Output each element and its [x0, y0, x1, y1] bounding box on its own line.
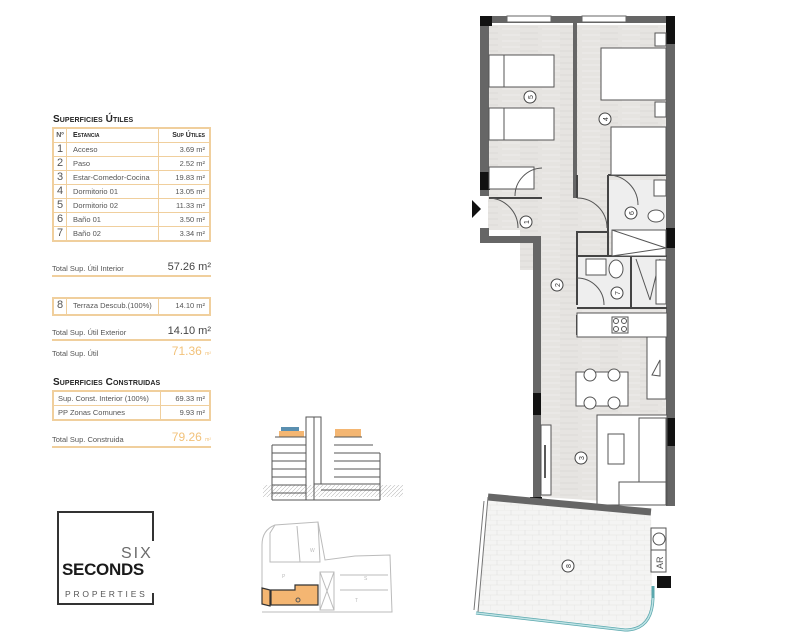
row-value: 19.83 m²	[175, 173, 205, 182]
total-construida: Total Sup. Construida 79.26 m²	[52, 430, 211, 448]
row-value: 3.50 m²	[179, 215, 205, 224]
svg-text:2: 2	[555, 283, 562, 287]
svg-text:S: S	[364, 576, 368, 582]
total-construida-label: Total Sup. Construida	[52, 435, 124, 444]
row-num: 3	[54, 171, 67, 184]
row-num: 4	[54, 185, 67, 198]
row-name: Dormitorio 02	[67, 199, 159, 212]
row-name: Paso	[67, 157, 159, 170]
room-marker-3: 3	[574, 451, 588, 465]
row-name: Sup. Const. Interior (100%)	[54, 392, 161, 405]
row-num: 7	[54, 227, 67, 240]
table-row: 7 Baño 02 3.34 m²	[54, 226, 209, 240]
total-util-label: Total Sup. Útil	[52, 349, 99, 358]
logo-six: SIX	[121, 545, 153, 562]
superficies-construidas-title: Superficies Construidas	[53, 377, 161, 388]
svg-text:1: 1	[524, 220, 531, 224]
svg-text:7: 7	[615, 291, 622, 295]
table-row: 8 Terraza Descub.(100%) 14.10 m²	[54, 299, 209, 314]
room-marker-7: 7	[610, 286, 624, 300]
total-util: Total Sup. Útil 71.36 m²	[52, 344, 211, 360]
row-value: 14.10 m²	[175, 301, 205, 310]
table-row: 5 Dormitorio 02 11.33 m²	[54, 198, 209, 212]
total-exterior: Total Sup. Útil Exterior 14.10 m²	[52, 325, 211, 341]
header-sup: Sup Útiles	[172, 132, 205, 139]
total-construida-value: 79.26 m²	[172, 430, 211, 444]
row-name: Dormitorio 01	[67, 185, 159, 198]
table-row: 4 Dormitorio 01 13.05 m²	[54, 184, 209, 198]
total-util-unit: m²	[205, 351, 211, 357]
room-marker-4: 4	[598, 112, 612, 126]
svg-text:4: 4	[603, 117, 610, 121]
svg-text:P: P	[282, 574, 286, 580]
total-interior-label: Total Sup. Útil Interior	[52, 264, 124, 273]
header-num: Nº	[54, 129, 67, 142]
header-estancia: Estancia	[67, 129, 159, 142]
table-header-row: Nº Estancia Sup Útiles	[54, 129, 209, 142]
logo-seconds: SECONDS	[62, 560, 144, 579]
row-num: 5	[54, 199, 67, 212]
row-num: 6	[54, 213, 67, 226]
room-marker-8: 8	[561, 559, 575, 573]
table-row: Sup. Const. Interior (100%) 69.33 m²	[54, 392, 209, 405]
room-marker-5: 5	[523, 90, 537, 104]
row-num: 2	[54, 157, 67, 170]
table-row: 1 Acceso 3.69 m²	[54, 142, 209, 156]
svg-text:8: 8	[566, 564, 573, 568]
table-row: PP Zonas Comunes 9.93 m²	[54, 405, 209, 419]
row-value: 11.33 m²	[175, 201, 205, 210]
building-section-diagram	[263, 416, 403, 501]
total-construida-unit: m²	[205, 437, 211, 443]
total-interior-value: 57.26 m²	[167, 261, 211, 273]
table-row: 3 Estar-Comedor-Cocina 19.83 m²	[54, 170, 209, 184]
svg-text:W: W	[310, 548, 315, 554]
apartment-floor-plan: AR 1 2 3 4 5 6 7 8	[472, 15, 675, 632]
room-marker-1: 1	[519, 215, 533, 229]
exterior-table: 8 Terraza Descub.(100%) 14.10 m²	[52, 297, 211, 316]
row-value: 13.05 m²	[175, 187, 205, 196]
row-num: 8	[54, 299, 67, 314]
room-marker-2: 2	[550, 278, 564, 292]
site-plan-diagram: W P S T	[261, 521, 393, 613]
total-exterior-value: 14.10 m²	[167, 325, 211, 337]
row-value: 3.69 m²	[179, 145, 205, 154]
total-exterior-label: Total Sup. Útil Exterior	[52, 328, 127, 337]
entrance-arrow-icon	[472, 200, 481, 218]
room-marker-6: 6	[624, 206, 638, 220]
table-row: 2 Paso 2.52 m²	[54, 156, 209, 170]
svg-text:5: 5	[528, 95, 535, 99]
total-util-number: 71.36	[171, 344, 202, 358]
superficies-utiles-table: Nº Estancia Sup Útiles 1 Acceso 3.69 m² …	[52, 127, 211, 242]
row-name: Terraza Descub.(100%)	[67, 299, 159, 314]
logo-frame	[57, 511, 154, 605]
svg-text:6: 6	[629, 211, 636, 215]
row-name: Acceso	[67, 143, 159, 156]
total-construida-number: 79.26	[171, 430, 202, 444]
row-name: Estar-Comedor-Cocina	[67, 171, 159, 184]
row-name: PP Zonas Comunes	[54, 406, 161, 419]
superficies-construidas-table: Sup. Const. Interior (100%) 69.33 m² PP …	[52, 390, 211, 421]
total-interior: Total Sup. Útil Interior 57.26 m²	[52, 261, 211, 277]
svg-text:3: 3	[579, 456, 586, 460]
table-row: 6 Baño 01 3.50 m²	[54, 212, 209, 226]
row-name: Baño 02	[67, 227, 159, 240]
row-value: 2.52 m²	[179, 159, 205, 168]
ar-label: AR	[655, 556, 665, 569]
svg-text:T: T	[355, 598, 358, 604]
superficies-utiles-title: Superficies Útiles	[53, 114, 134, 125]
row-value: 69.33 m²	[175, 394, 205, 403]
row-value: 9.93 m²	[179, 408, 205, 417]
total-util-value: 71.36 m²	[172, 344, 211, 358]
row-num: 1	[54, 143, 67, 156]
row-value: 3.34 m²	[179, 229, 205, 238]
logo-properties: PROPERTIES	[65, 589, 148, 599]
row-name: Baño 01	[67, 213, 159, 226]
